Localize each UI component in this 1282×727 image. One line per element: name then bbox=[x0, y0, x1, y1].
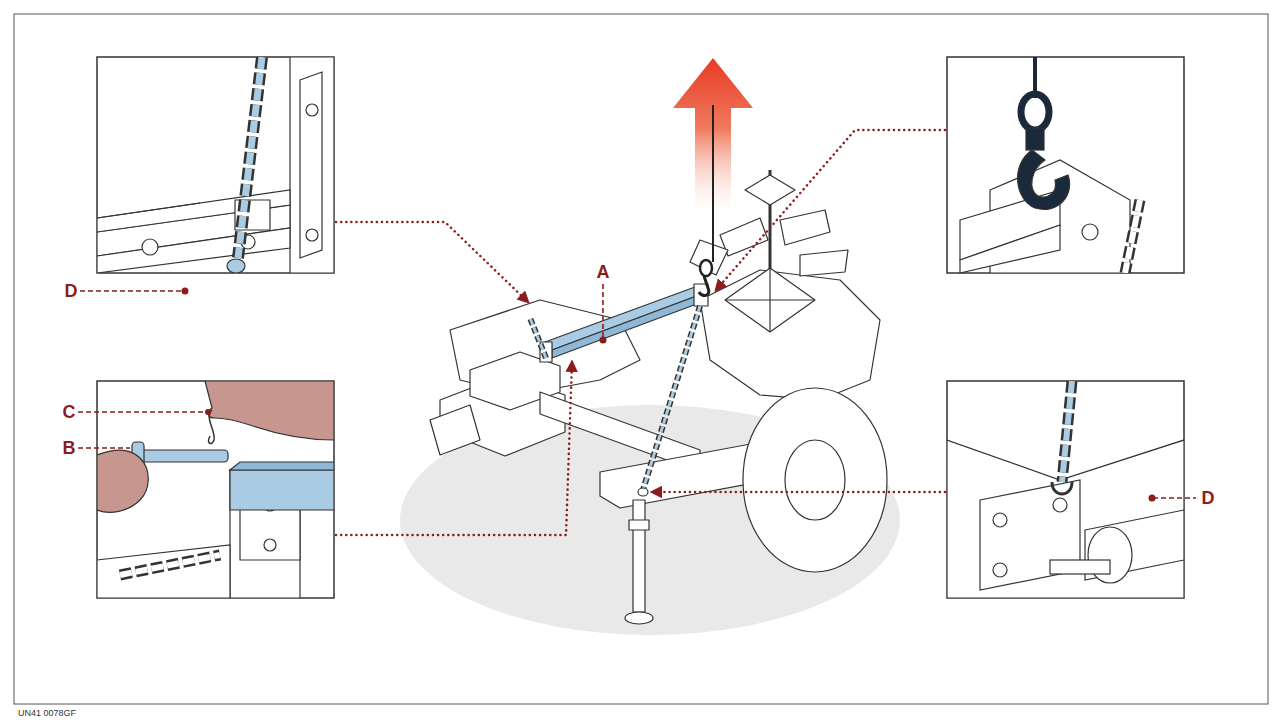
inset-pin bbox=[120, 555, 220, 575]
inset-chain-anchor bbox=[306, 104, 318, 116]
inset-chain-anchor bbox=[306, 229, 318, 241]
callout-dot bbox=[600, 337, 607, 344]
callout-leader bbox=[602, 284, 604, 338]
inset-leader bbox=[336, 362, 572, 535]
inset-leader bbox=[336, 222, 528, 302]
inset-chain-plate bbox=[1053, 498, 1067, 512]
machine bbox=[643, 306, 700, 490]
inset-hook bbox=[1021, 94, 1049, 130]
inset-pin bbox=[230, 462, 334, 470]
inset-hook bbox=[1125, 200, 1140, 273]
inset-pin bbox=[230, 470, 334, 510]
inset-chain-anchor bbox=[142, 239, 158, 255]
inset-hook bbox=[1125, 200, 1140, 273]
callout-leader bbox=[80, 290, 183, 292]
machine bbox=[430, 405, 480, 455]
callout-leader bbox=[78, 411, 206, 413]
callout-leader bbox=[78, 284, 1196, 498]
inset-chain-plate bbox=[1062, 381, 1072, 482]
frame-border bbox=[14, 14, 1268, 704]
inset-pin bbox=[97, 381, 334, 598]
inset-chain-plate bbox=[1062, 381, 1072, 482]
machine bbox=[530, 318, 546, 358]
inset-chain-anchor bbox=[227, 259, 245, 273]
inset-chain-anchor bbox=[238, 57, 262, 258]
inset-pin bbox=[264, 539, 276, 551]
inset-hook bbox=[1018, 150, 1070, 209]
callout-dot bbox=[205, 409, 211, 415]
machine bbox=[780, 210, 830, 245]
machine bbox=[690, 240, 728, 275]
inset-hook bbox=[1082, 224, 1098, 240]
machine bbox=[700, 260, 712, 276]
inset-leader bbox=[336, 130, 945, 535]
callout-letter: D bbox=[1202, 489, 1215, 507]
machine bbox=[643, 306, 700, 490]
inset-leader bbox=[652, 491, 945, 494]
inset-pin bbox=[120, 555, 220, 575]
inset-chain-plate bbox=[1050, 560, 1110, 574]
inset-frame bbox=[97, 381, 334, 598]
machine bbox=[699, 276, 709, 295]
machine bbox=[800, 250, 848, 276]
inset-pin bbox=[97, 545, 230, 598]
inset-chain-plate bbox=[993, 513, 1007, 527]
machine bbox=[633, 500, 645, 612]
inset-frame bbox=[947, 57, 1184, 273]
callout-letter: D bbox=[65, 282, 78, 300]
inset-chain-plate bbox=[1052, 482, 1072, 494]
inset-leader bbox=[716, 130, 945, 290]
inset-chain-anchor bbox=[97, 203, 200, 218]
callout-letter: B bbox=[63, 439, 76, 457]
callout-dot bbox=[1149, 495, 1156, 502]
machine bbox=[629, 520, 649, 530]
inset-chain-anchor bbox=[97, 57, 334, 273]
inset-pin bbox=[132, 450, 228, 462]
machine bbox=[638, 488, 648, 496]
inset-frame bbox=[97, 57, 334, 273]
machine bbox=[530, 318, 546, 358]
inset-hook bbox=[960, 57, 1140, 273]
callout-dot bbox=[182, 288, 1156, 502]
machine bbox=[712, 105, 714, 262]
inset-frame bbox=[97, 57, 1184, 598]
inset-hook bbox=[1026, 128, 1044, 150]
inset-chain-plate bbox=[947, 381, 1184, 598]
inset-chain-anchor bbox=[290, 57, 334, 273]
inset-chain-anchor bbox=[97, 228, 290, 273]
callout-leader bbox=[1153, 497, 1196, 499]
figure-code: UN41 0078GF bbox=[18, 709, 76, 718]
inset-pin bbox=[97, 450, 148, 512]
inset-pin bbox=[205, 381, 334, 440]
machine bbox=[625, 612, 653, 624]
inset-chain-plate bbox=[993, 563, 1007, 577]
inset-hook bbox=[1040, 170, 1066, 177]
machine bbox=[552, 294, 702, 358]
inset-chain-anchor bbox=[238, 57, 262, 258]
inset-pin bbox=[209, 410, 215, 443]
machine bbox=[400, 58, 900, 635]
callout-letter: A bbox=[597, 263, 610, 281]
callout-leader bbox=[78, 447, 130, 449]
inset-chain-anchor bbox=[97, 190, 290, 232]
machine bbox=[545, 287, 702, 350]
inset-chain-anchor bbox=[300, 72, 322, 258]
machine bbox=[745, 175, 795, 205]
callout-dot bbox=[182, 288, 189, 295]
inset-frame bbox=[947, 381, 1184, 598]
callout-letter: C bbox=[63, 403, 76, 421]
machine bbox=[725, 268, 815, 332]
machine bbox=[769, 268, 770, 332]
inset-hook bbox=[960, 225, 1060, 273]
machine bbox=[785, 440, 845, 520]
machine bbox=[743, 388, 887, 572]
